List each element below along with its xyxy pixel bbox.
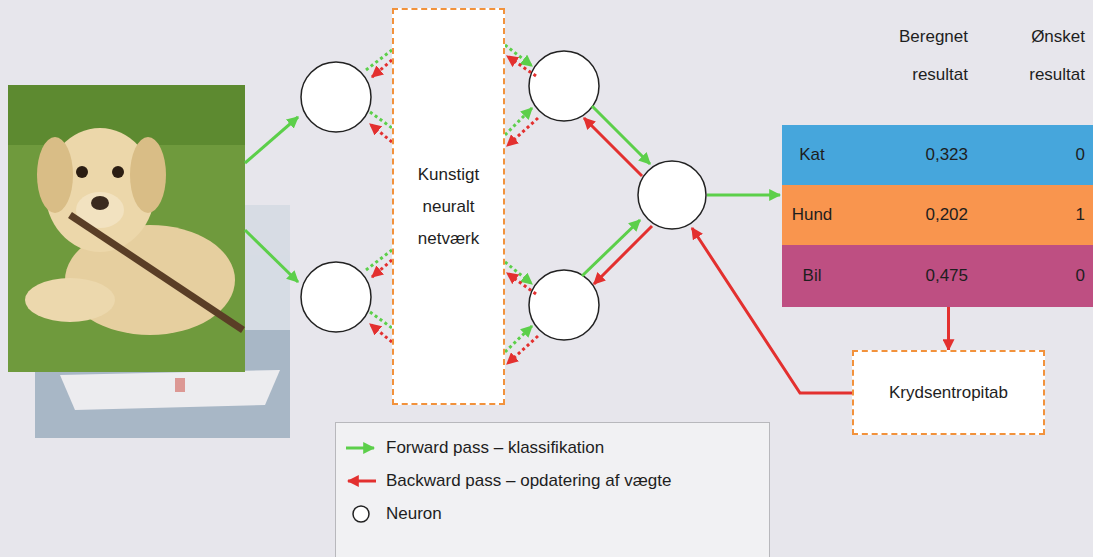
table-row: Bil0,4750 [782, 245, 1093, 307]
dog-paws [25, 278, 115, 322]
class-name: Kat [782, 145, 842, 165]
backward-stub [370, 324, 392, 342]
forward-stub [366, 50, 392, 70]
legend-text: Backward pass – opdatering af vægte [386, 471, 671, 491]
dog-ear [130, 137, 166, 213]
dog-photo [8, 85, 245, 372]
forward-arrow [245, 230, 298, 282]
computed-value: 0,323 [842, 145, 968, 165]
backward-stub [370, 124, 392, 142]
backward-arrow [594, 226, 652, 284]
table-row: Hund0,2021 [782, 185, 1093, 245]
backward-arrow [584, 118, 642, 176]
table-row: Kat0,3230 [782, 125, 1093, 185]
backward-sample [348, 479, 376, 482]
target-value: 0 [968, 266, 1085, 286]
legend-entry: Neuron [344, 497, 761, 530]
legend-entry: Backward pass – opdatering af vægte [344, 464, 761, 497]
target-value: 1 [968, 205, 1085, 225]
class-name: Bil [782, 266, 842, 286]
neuron [529, 270, 599, 340]
dog-eye [112, 166, 124, 178]
dashed-box: Krydsentropitab [852, 350, 1045, 435]
boat-stripe [175, 378, 185, 392]
loss-label: Krydsentropitab [889, 383, 1008, 403]
legend-sample [344, 438, 380, 458]
neuron [301, 62, 371, 132]
forward-arrow [245, 117, 298, 163]
neuron [529, 51, 599, 121]
neuron [638, 161, 706, 229]
backward-stub [372, 60, 392, 77]
computed-value: 0,202 [842, 205, 968, 225]
forward-arrow [707, 194, 780, 197]
loss-arrow [947, 307, 950, 350]
forward-stub [505, 326, 532, 352]
boat-hull [60, 370, 280, 410]
legend-entry: Forward pass – klassifikation [344, 431, 761, 464]
legend-sample [344, 504, 380, 524]
column-header: Beregnet resultat [878, 18, 968, 94]
forward-stub [505, 45, 532, 66]
legend-box: Forward pass – klassifikationBackward pa… [335, 422, 770, 557]
network-label: Kunstigt neuralt netværk [402, 159, 495, 255]
forward-arrows [245, 45, 780, 352]
forward-stub [505, 262, 532, 284]
forward-stub [505, 108, 532, 135]
photo-grass [8, 85, 245, 372]
computed-value: 0,475 [842, 266, 968, 286]
forward-sample [346, 446, 374, 449]
legend-text: Forward pass – klassifikation [386, 438, 604, 458]
neuron-sample [353, 506, 369, 522]
class-name: Hund [782, 205, 842, 225]
neuron [301, 262, 371, 332]
dog-eye [76, 166, 88, 178]
backward-stub [507, 56, 536, 76]
stick [70, 215, 243, 330]
backward-stub [507, 336, 538, 364]
column-header: Ønsket resultat [995, 18, 1085, 94]
dog-ear [37, 137, 73, 213]
dashed-box: Kunstigt neuralt netværk [392, 8, 505, 405]
legend-text: Neuron [386, 504, 442, 524]
target-value: 0 [968, 145, 1085, 165]
legend-sample [344, 471, 380, 491]
backward-stub [507, 118, 538, 146]
backward-stub [372, 260, 392, 277]
dog-nose [91, 196, 109, 210]
backward-stub [507, 273, 536, 294]
forward-stub [366, 250, 392, 270]
